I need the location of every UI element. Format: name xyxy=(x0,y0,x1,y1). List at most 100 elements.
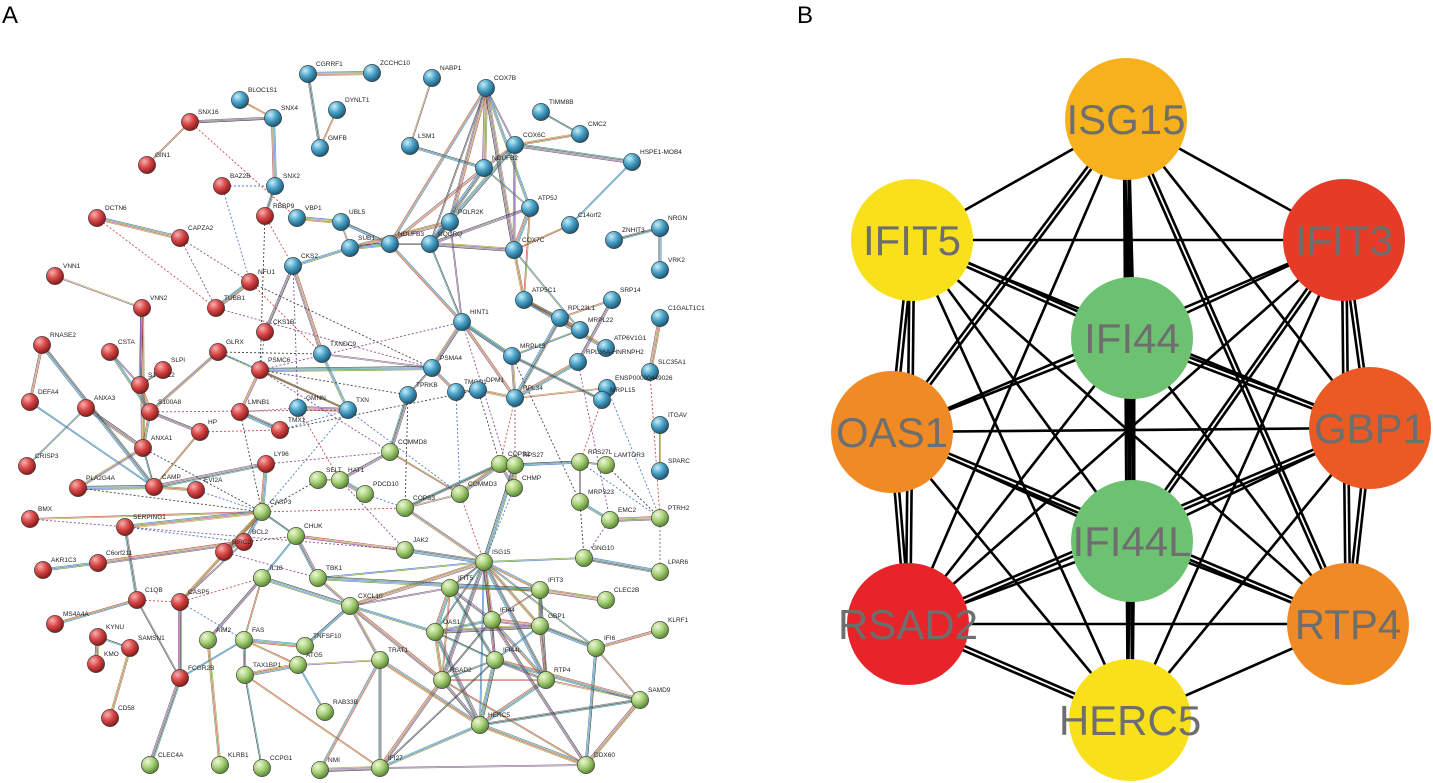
ppi-node-label: IL18 xyxy=(270,565,283,572)
ppi-edge xyxy=(123,527,137,601)
ppi-edge xyxy=(206,577,262,640)
ppi-node-label: ATP5J xyxy=(538,195,557,202)
ppi-edge xyxy=(350,605,382,660)
ppi-node-label: CASP5 xyxy=(188,589,210,596)
ppi-node-circle xyxy=(341,239,359,257)
ppi-dashed-edge xyxy=(264,215,294,267)
ppi-node-circle xyxy=(289,656,307,674)
ppi-edge xyxy=(485,88,488,169)
ppi-edge xyxy=(595,629,661,649)
ppi-edge xyxy=(514,133,581,146)
ppi-node-label: RTP4 xyxy=(554,667,571,674)
ppi-node-circle xyxy=(396,541,414,559)
ppi-node-nabp1: NABP1 xyxy=(423,65,462,87)
ppi-edge xyxy=(379,660,480,726)
ppi-node-rpl36a-hnrnph2: RPL36A-HNRNPH2 xyxy=(569,349,644,371)
ppi-node-circle xyxy=(561,216,579,234)
ppi-node-label: TRAT1 xyxy=(388,647,408,654)
ppi-edge xyxy=(485,88,514,251)
ppi-node-label: SLC35A1 xyxy=(658,359,686,366)
ppi-edge xyxy=(55,275,143,308)
ppi-node-label: FCGR2B xyxy=(188,665,214,672)
ppi-node-label: SLPI xyxy=(171,357,185,364)
ppi-edge xyxy=(388,394,407,452)
ppi-node-circle xyxy=(597,456,615,474)
ppi-edge xyxy=(349,606,435,634)
ppi-edge xyxy=(349,605,381,661)
ppi-edge xyxy=(450,88,487,223)
ppi-node-circle xyxy=(18,457,36,475)
hub-node-rtp4: RTP4 xyxy=(1287,563,1409,685)
ppi-edge xyxy=(430,208,531,246)
ppi-edge xyxy=(388,244,462,323)
ppi-dashed-edge xyxy=(77,487,263,513)
hub-node-label: HERC5 xyxy=(1059,697,1201,744)
ppi-edge xyxy=(460,322,515,399)
ppi-edge xyxy=(26,407,86,466)
ppi-node-label: COPS3 xyxy=(413,495,435,502)
ppi-edge xyxy=(292,266,322,355)
hub-node-ifit3: IFIT3 xyxy=(1283,179,1405,301)
ppi-node-cmc2: CMC2 xyxy=(571,121,607,143)
ppi-edge xyxy=(481,660,497,726)
ppi-edge xyxy=(180,640,245,679)
ppi-dashed-edge xyxy=(279,389,479,431)
ppi-edge xyxy=(539,589,547,681)
ppi-edge xyxy=(515,388,608,399)
hub-node-circle xyxy=(847,563,969,685)
ppi-node-circle xyxy=(651,509,669,527)
ppi-node-circle xyxy=(433,671,451,689)
ppi-edge xyxy=(108,647,130,718)
ppi-edge xyxy=(586,648,598,766)
ppi-edge xyxy=(307,72,372,74)
ppi-node-lamtor3: LAMTOR3 xyxy=(597,452,645,474)
ppi-edge xyxy=(405,548,485,561)
ppi-edge xyxy=(479,659,495,725)
ppi-node-label: CHUK xyxy=(304,523,323,530)
ppi-edge xyxy=(245,665,299,676)
ppi-node-circle xyxy=(256,323,274,341)
ppi-node-circle xyxy=(299,65,317,83)
ppi-edge xyxy=(41,345,154,488)
ppi-node-pla2g4a: PLA2G4A xyxy=(69,475,116,497)
ppi-node-tubb1: TUBB1 xyxy=(207,295,245,317)
ppi-edge xyxy=(350,604,436,632)
ppi-node-label: TUBB1 xyxy=(224,295,245,302)
ppi-edge xyxy=(480,700,641,727)
ppi-edge xyxy=(40,345,153,489)
ppi-node-label: EVI2A xyxy=(204,477,223,484)
ppi-edge xyxy=(150,678,181,766)
ppi-node-mrpl15: MRPL15 xyxy=(593,387,636,409)
hub-node-circle xyxy=(1071,480,1193,602)
ppi-node-hspe1-mob4: HSPE1-MOB4 xyxy=(623,149,682,171)
ppi-edge xyxy=(515,362,579,399)
ppi-edge xyxy=(649,317,660,372)
ppi-edge xyxy=(584,556,661,571)
ppi-node-circle xyxy=(651,621,669,639)
ppi-edge xyxy=(524,208,531,301)
ppi-node-cks1b: CKS1B xyxy=(256,319,294,341)
ppi-node-vnn2: VNN2 xyxy=(133,295,168,317)
ppi-node-ifit5: IFIT5 xyxy=(441,575,474,597)
ppi-edge xyxy=(405,464,501,510)
ppi-dashed-edge xyxy=(259,369,391,453)
ppi-node-circle xyxy=(253,569,271,587)
ppi-node-label: IFIT3 xyxy=(548,577,564,584)
ppi-node-ifi27: IFI27 xyxy=(371,755,403,777)
ppi-edge xyxy=(577,299,613,363)
ppi-edge xyxy=(461,321,516,399)
hub-node-oas1: OAS1 xyxy=(831,371,953,493)
ppi-node-circle xyxy=(46,267,64,285)
ppi-node-circle xyxy=(88,209,106,227)
ppi-edge xyxy=(260,369,349,410)
ppi-node-label: COX7B xyxy=(494,75,516,82)
ppi-edge xyxy=(410,78,433,147)
ppi-node-label: C6orf211 xyxy=(106,550,133,557)
ppi-node-label: CXCL10 xyxy=(358,593,383,600)
ppi-node-label: RPL34 xyxy=(523,385,543,392)
ppi-node-label: DEFA4 xyxy=(38,389,59,396)
ppi-edge xyxy=(137,599,181,678)
ppi-edge xyxy=(78,448,144,490)
ppi-edge xyxy=(514,361,578,398)
